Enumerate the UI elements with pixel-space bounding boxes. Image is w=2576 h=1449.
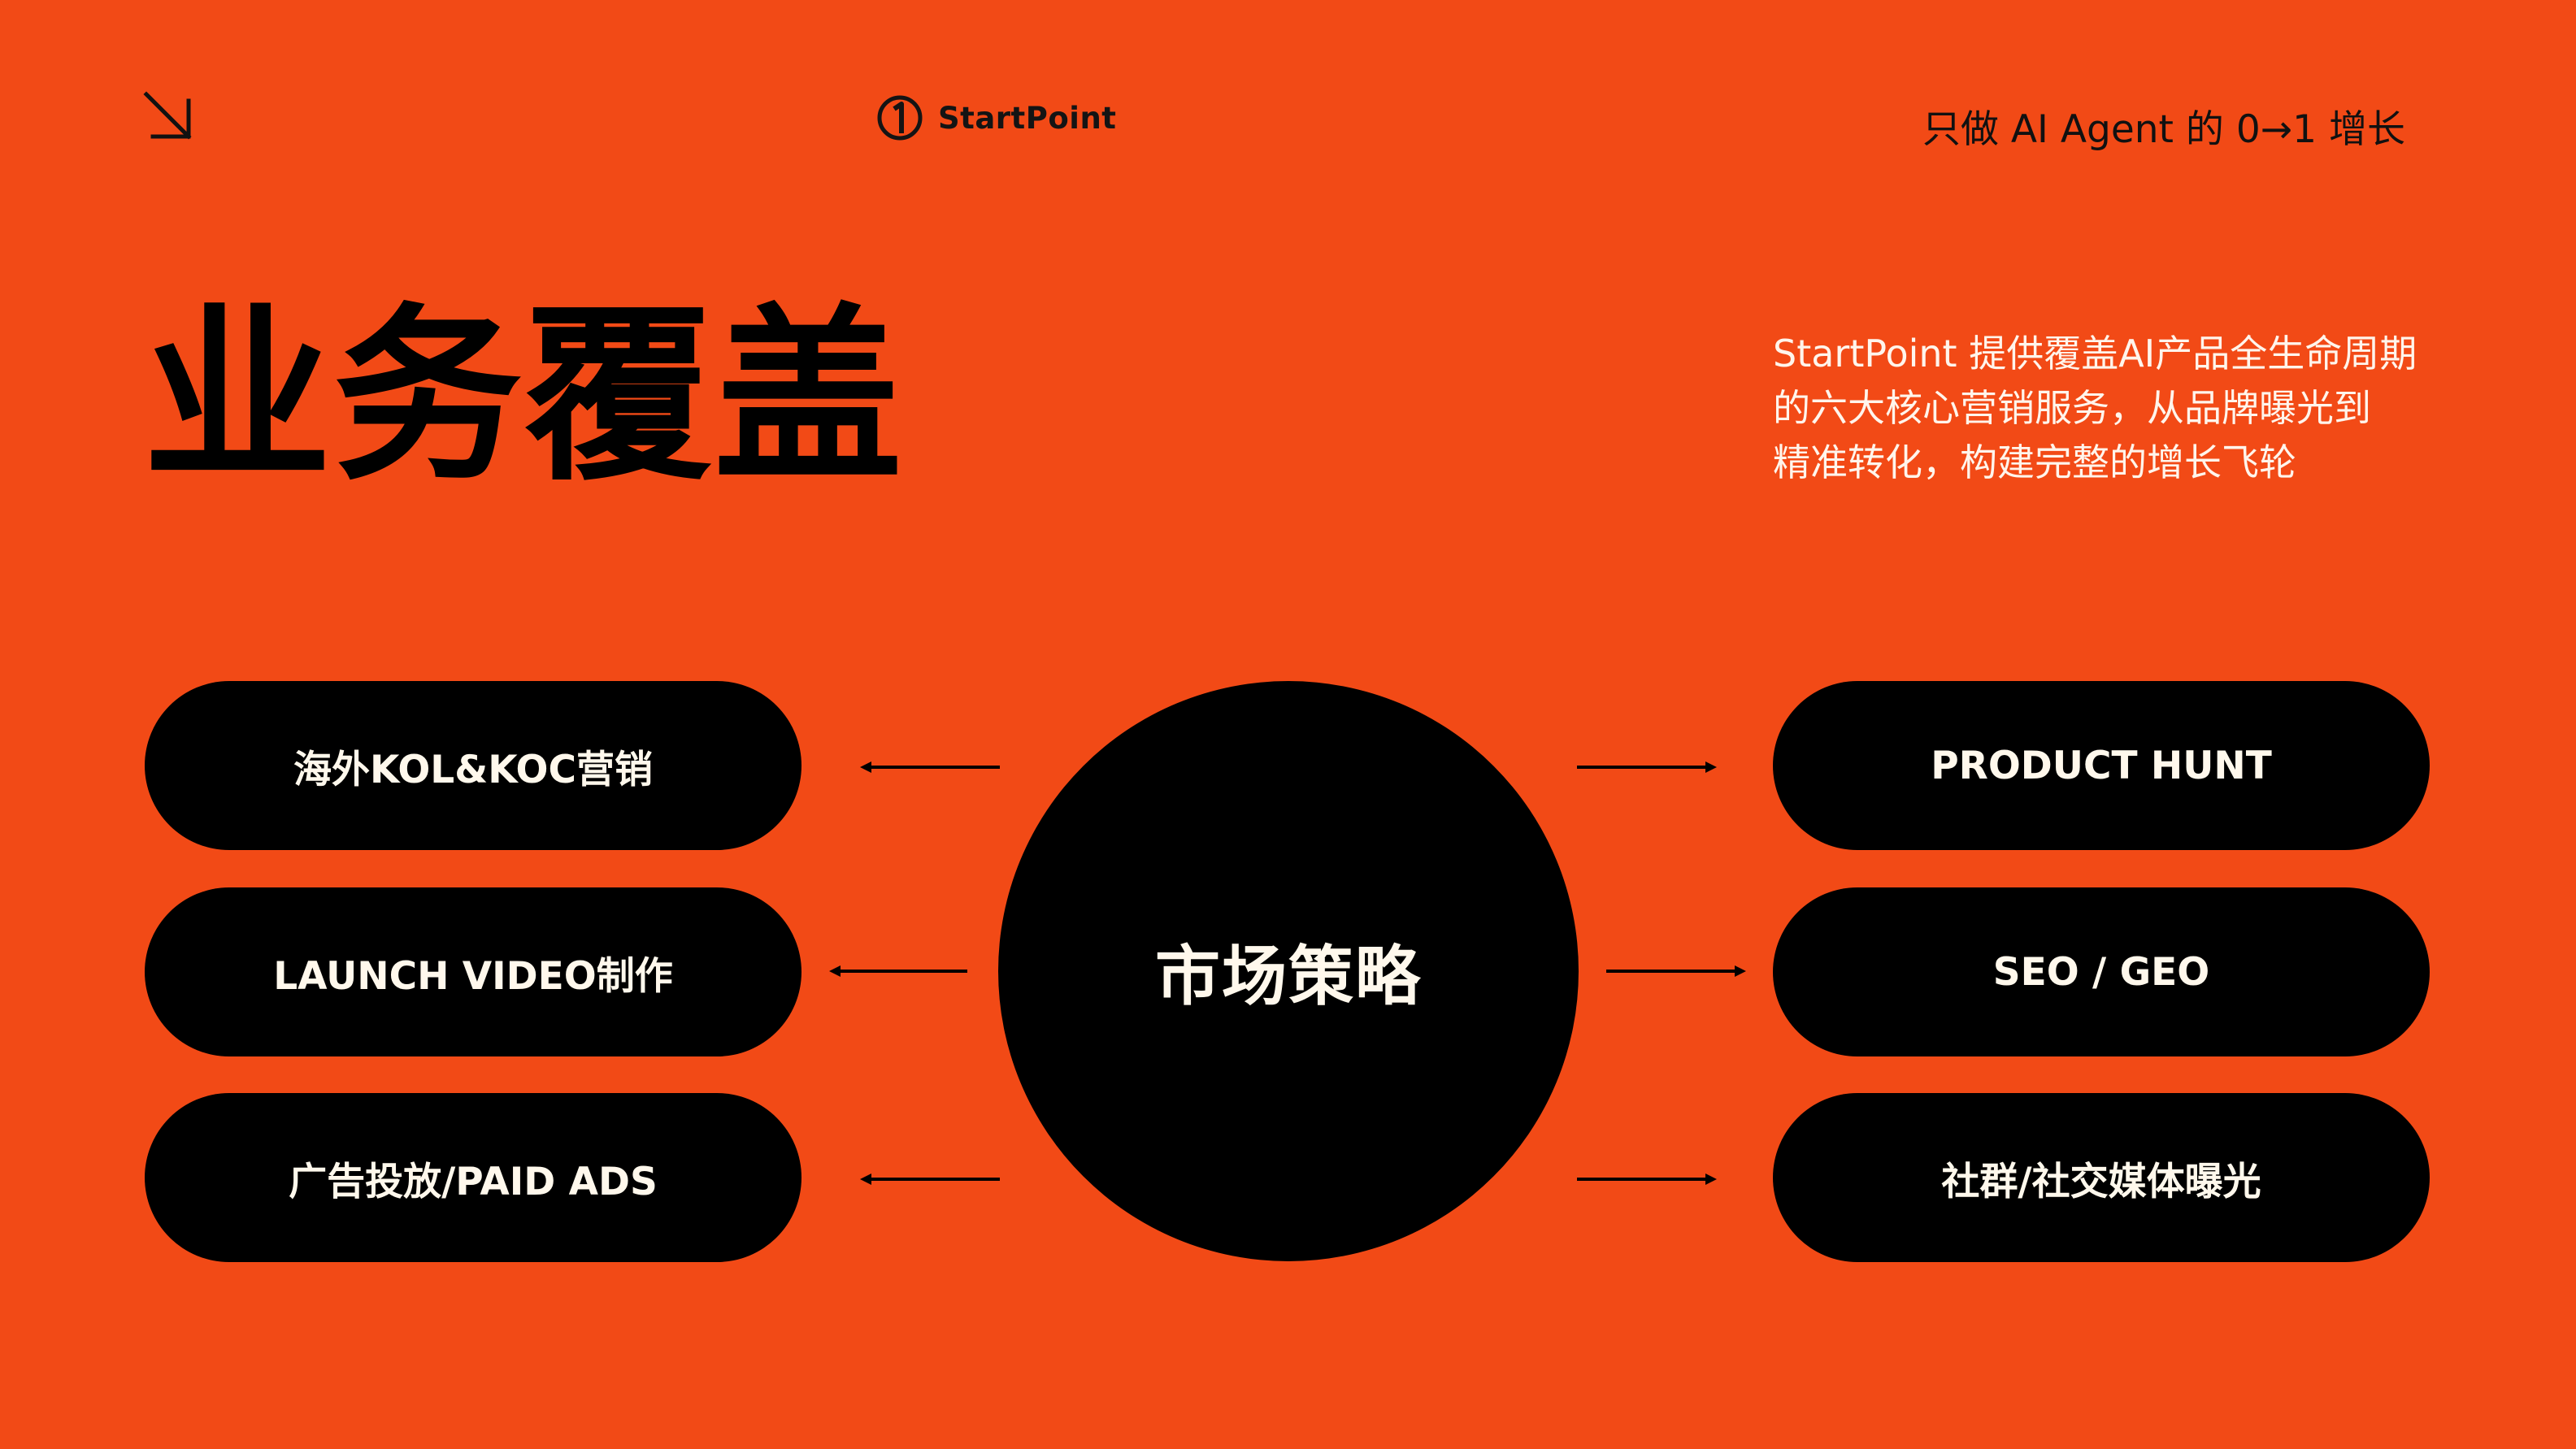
description-text: StartPoint 提供覆盖AI产品全生命周期 的六大核心营销服务，从品牌曝光… [1773,332,2417,484]
center-circle: 市场策略 [998,681,1579,1261]
arrow-left-icon [860,761,1000,773]
service-pill-kol-koc: 海外KOL&KOC营销 [145,681,801,850]
arrow-right-icon [1577,1174,1717,1185]
arrow-right-icon [1606,965,1746,977]
center-label: 市场策略 [1155,939,1422,1014]
service-pill-seo-geo: SEO / GEO [1773,887,2430,1056]
arrow-down-right-icon [143,91,192,140]
arrow-left-icon [829,965,967,977]
service-pill-product-hunt: PRODUCT HUNT [1773,681,2430,850]
service-pill-launch-video: LAUNCH VIDEO制作 [145,887,801,1056]
service-pill-paid-ads: 广告投放/PAID ADS [145,1093,801,1262]
tagline: 只做 AI Agent 的 0→1 增长 [1922,107,2405,152]
page-title: 业务覆盖 [143,287,905,506]
arrow-right-icon [1577,761,1717,773]
startpoint-logo-icon [877,95,923,141]
brand-logo: StartPoint [876,92,1116,144]
service-pill-social-media: 社群/社交媒体曝光 [1773,1093,2430,1262]
arrow-left-icon [860,1174,1000,1185]
brand-name: StartPoint [938,100,1117,136]
